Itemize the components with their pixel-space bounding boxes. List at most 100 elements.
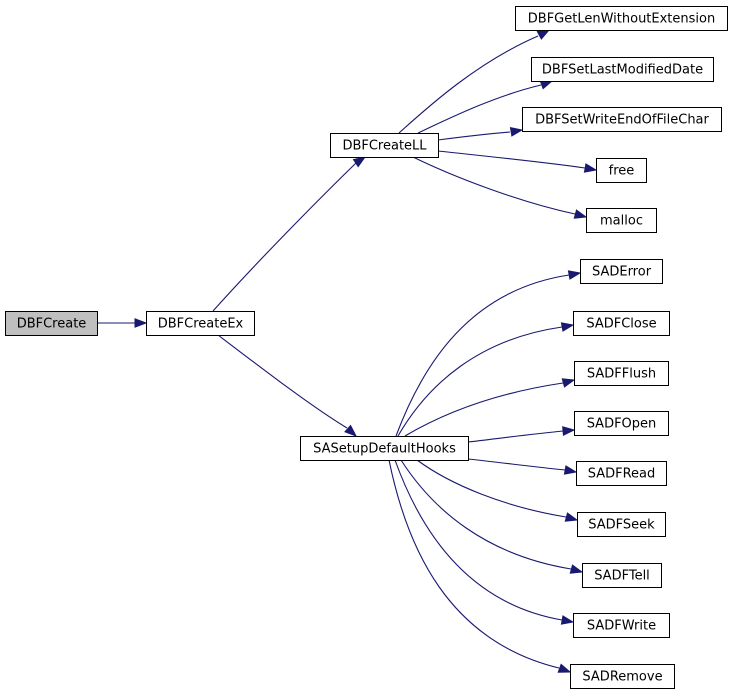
edge-line <box>394 459 563 621</box>
node-box <box>146 311 255 336</box>
edge-sasetup-default-hooks-to-sadremove <box>388 459 572 673</box>
arrowhead-icon <box>352 156 367 168</box>
edge-line <box>437 150 586 169</box>
node-box <box>515 6 728 31</box>
node-label: SADFOpen <box>587 417 657 432</box>
node-box <box>300 436 469 461</box>
edge-sasetup-default-hooks-to-sadfopen <box>467 426 576 443</box>
node-box <box>573 613 670 638</box>
edge-sasetup-default-hooks-to-sadfseek <box>416 459 579 522</box>
node-label: SADFRead <box>588 467 656 482</box>
node-label: DBFCreateLL <box>342 139 427 154</box>
node-label: SASetupDefaultHooks <box>313 442 456 457</box>
node-malloc[interactable]: malloc <box>586 208 657 233</box>
node-label: SADFFlush <box>587 367 656 382</box>
node-label: free <box>609 164 635 179</box>
node-free[interactable]: free <box>596 158 647 183</box>
edge-line <box>437 131 511 141</box>
edge-line <box>417 84 542 134</box>
edge-dbfcreate-ll-to-free <box>437 150 598 173</box>
node-sadftell[interactable]: SADFTell <box>582 563 662 588</box>
node-box <box>596 158 647 183</box>
edge-dbfcreate-ex-to-sasetup-default-hooks <box>217 334 358 437</box>
node-label: DBFGetLenWithoutExtension <box>528 12 715 27</box>
node-sadfwrite[interactable]: SADFWrite <box>573 613 670 638</box>
edge-line <box>400 459 572 570</box>
node-label: DBFSetLastModifiedDate <box>542 63 703 78</box>
node-label: SADFClose <box>586 317 656 332</box>
arrowhead-icon <box>536 29 551 40</box>
node-label: DBFSetWriteEndOfFileChar <box>535 113 709 128</box>
edge-dbfcreate-ll-to-malloc <box>412 156 588 219</box>
arrowhead-icon <box>569 564 584 574</box>
node-sadfseek[interactable]: SADFSeek <box>577 512 666 537</box>
arrowhead-icon <box>509 127 524 137</box>
arrowhead-icon <box>344 424 358 437</box>
node-box <box>573 311 670 336</box>
edge-line <box>404 382 564 437</box>
edge-sasetup-default-hooks-to-sadftell <box>400 459 584 574</box>
edge-line <box>467 458 566 471</box>
edge-line <box>212 162 357 312</box>
node-box <box>574 361 669 386</box>
node-box <box>580 259 663 284</box>
node-sadfread[interactable]: SADFRead <box>576 461 667 486</box>
node-box <box>577 512 666 537</box>
node-label: malloc <box>600 214 643 229</box>
node-box <box>576 461 667 486</box>
node-sadfopen[interactable]: SADFOpen <box>574 411 669 436</box>
edge-sasetup-default-hooks-to-sadfclose <box>397 322 575 437</box>
edge-dbfcreate-to-dbfcreate-ex <box>97 318 148 328</box>
edge-line <box>217 334 348 429</box>
node-box <box>531 57 714 82</box>
node-box <box>586 208 657 233</box>
node-box <box>582 563 662 588</box>
node-sadfclose[interactable]: SADFClose <box>573 311 670 336</box>
node-dbfset-last-modified-date[interactable]: DBFSetLastModifiedDate <box>531 57 714 82</box>
edge-line <box>467 430 564 443</box>
node-dbfcreate-ll[interactable]: DBFCreateLL <box>330 133 439 158</box>
node-label: SADFSeek <box>588 518 655 533</box>
node-sasetup-default-hooks[interactable]: SASetupDefaultHooks <box>300 436 469 461</box>
node-dbfset-write-end-of-file-char[interactable]: DBFSetWriteEndOfFileChar <box>522 107 722 132</box>
node-saderror[interactable]: SADError <box>580 259 663 284</box>
node-box <box>5 311 98 336</box>
arrowhead-icon <box>567 270 582 280</box>
node-label: SADFWrite <box>587 619 656 634</box>
node-label: SADRemove <box>582 670 662 685</box>
edge-sasetup-default-hooks-to-sadfread <box>467 458 578 475</box>
arrowhead-icon <box>557 663 572 673</box>
edges-layer <box>97 29 598 673</box>
arrowhead-icon <box>583 163 598 173</box>
edge-dbfcreate-ll-to-dbfset-write-end-of-file-char <box>437 127 524 141</box>
edge-line <box>416 459 567 518</box>
edge-sasetup-default-hooks-to-sadfflush <box>404 378 576 437</box>
node-box <box>330 133 439 158</box>
node-dbfcreate-ex[interactable]: DBFCreateEx <box>146 311 255 336</box>
edge-line <box>398 35 539 134</box>
edge-line <box>388 459 560 669</box>
node-sadfflush[interactable]: SADFFlush <box>574 361 669 386</box>
edge-dbfcreate-ex-to-dbfcreate-ll <box>212 156 367 312</box>
node-dbfget-len-without-extension[interactable]: DBFGetLenWithoutExtension <box>515 6 728 31</box>
arrowhead-icon <box>560 615 575 625</box>
node-box <box>570 664 675 689</box>
nodes-layer: DBFCreate DBFCreateEx DBFCreateLL SASetupDe… <box>5 6 728 689</box>
node-label: SADError <box>592 265 652 280</box>
node-box <box>522 107 722 132</box>
edge-sasetup-default-hooks-to-saderror <box>395 270 582 437</box>
edge-line <box>397 326 563 437</box>
arrowhead-icon <box>560 322 575 332</box>
node-label: SADFTell <box>594 569 650 584</box>
node-label: DBFCreate <box>17 317 87 332</box>
node-box <box>574 411 669 436</box>
node-label: DBFCreateEx <box>158 317 244 332</box>
arrowhead-icon <box>134 318 148 328</box>
node-sadremove[interactable]: SADRemove <box>570 664 675 689</box>
edge-sasetup-default-hooks-to-sadfwrite <box>394 459 575 625</box>
node-dbfcreate[interactable]: DBFCreate <box>5 311 98 336</box>
arrowhead-icon <box>562 426 576 436</box>
arrowhead-icon <box>573 209 588 219</box>
edge-line <box>412 156 576 215</box>
